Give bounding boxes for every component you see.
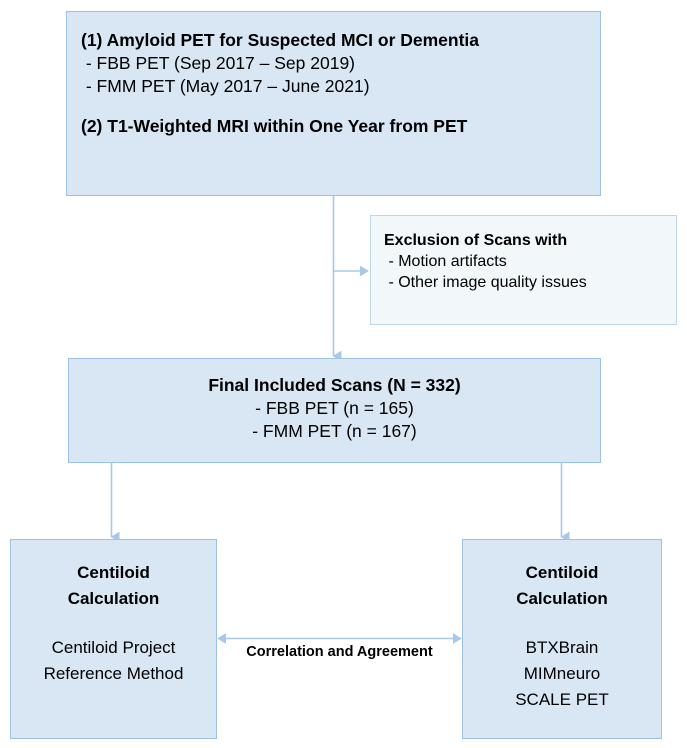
correlation-agreement-label: Correlation and Agreement — [246, 644, 433, 660]
criteria-line-2: - FBB PET (Sep 2017 – Sep 2019) — [81, 53, 356, 74]
tools-heading-1: Centiloid — [525, 563, 599, 582]
reference-item-2: Reference Method — [43, 664, 184, 684]
exclusion-line-1: Exclusion of Scans with — [384, 232, 568, 249]
reference-heading-1: Centiloid — [77, 563, 150, 582]
criteria-line-3: - FMM PET (May 2017 – June 2021) — [81, 76, 370, 97]
final-included-scans-box: Final Included Scans (N = 332) - FBB PET… — [68, 358, 601, 463]
criteria-spacer — [81, 98, 600, 115]
criteria-line-1: (1) Amyloid PET for Suspected MCI or Dem… — [81, 30, 480, 50]
tools-spacer — [463, 613, 661, 635]
final-line-1: Final Included Scans (N = 332) — [208, 375, 461, 395]
tools-item-2: MIMneuro — [523, 664, 601, 684]
tools-item-1: BTXBrain — [525, 637, 599, 657]
reference-spacer — [11, 613, 216, 635]
exclusion-line-2: - Motion artifacts — [384, 253, 507, 271]
centiloid-reference-method-box: Centiloid Calculation Centiloid Project … — [10, 539, 217, 739]
inclusion-criteria-box: (1) Amyloid PET for Suspected MCI or Dem… — [66, 11, 601, 196]
centiloid-software-tools-box: Centiloid Calculation BTXBrain MIMneuro … — [462, 539, 662, 739]
final-line-3: - FMM PET (n = 167) — [252, 421, 417, 442]
tools-item-3: SCALE PET — [515, 690, 609, 710]
reference-heading-2: Calculation — [67, 589, 160, 609]
reference-item-1: Centiloid Project — [51, 637, 176, 657]
tools-heading-2: Calculation — [516, 589, 608, 609]
criteria-line-4: (2) T1-Weighted MRI within One Year from… — [81, 116, 468, 137]
exclusion-criteria-box: Exclusion of Scans with - Motion artifac… — [370, 215, 677, 325]
exclusion-line-3: - Other image quality issues — [384, 274, 587, 292]
final-line-2: - FBB PET (n = 165) — [255, 398, 414, 419]
